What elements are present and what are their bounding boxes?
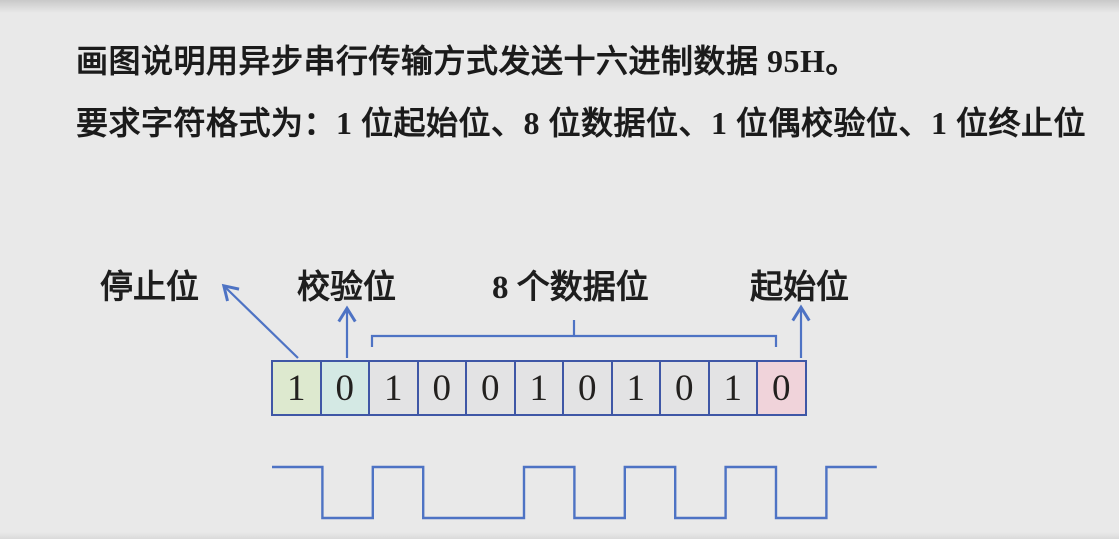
- bit-cell-data: 1: [513, 360, 564, 416]
- bit-cell-stop: 1: [271, 360, 322, 416]
- bit-cell-data: 0: [659, 360, 710, 416]
- stop-bit-arrow: [221, 283, 299, 359]
- start-bit-label: 起始位: [750, 270, 849, 306]
- data-bits-bracket: [370, 334, 778, 347]
- bit-cell-data: 0: [465, 360, 516, 416]
- bit-cell-data: 0: [416, 360, 467, 416]
- bit-cell-start: 0: [756, 360, 807, 416]
- bit-cell-data: 1: [368, 360, 419, 416]
- data-bits-label: 8 个数据位: [492, 270, 649, 306]
- stop-bit-label: 停止位: [100, 270, 199, 306]
- top-shade-band: [0, 0, 1119, 13]
- bottom-shade-band: [0, 532, 1119, 539]
- bit-cell-data: 1: [707, 360, 758, 416]
- title-line-2: 要求字符格式为：1 位起始位、8 位数据位、1 位偶校验位、1 位终止位: [76, 105, 1087, 141]
- bit-cell-parity: 0: [319, 360, 370, 416]
- bit-cell-data: 0: [562, 360, 613, 416]
- parity-bit-label: 校验位: [297, 270, 396, 306]
- bit-cell-data: 1: [610, 360, 661, 416]
- waveform-line: [272, 465, 877, 520]
- title-line-1: 画图说明用异步串行传输方式发送十六进制数据 95H。: [76, 43, 858, 79]
